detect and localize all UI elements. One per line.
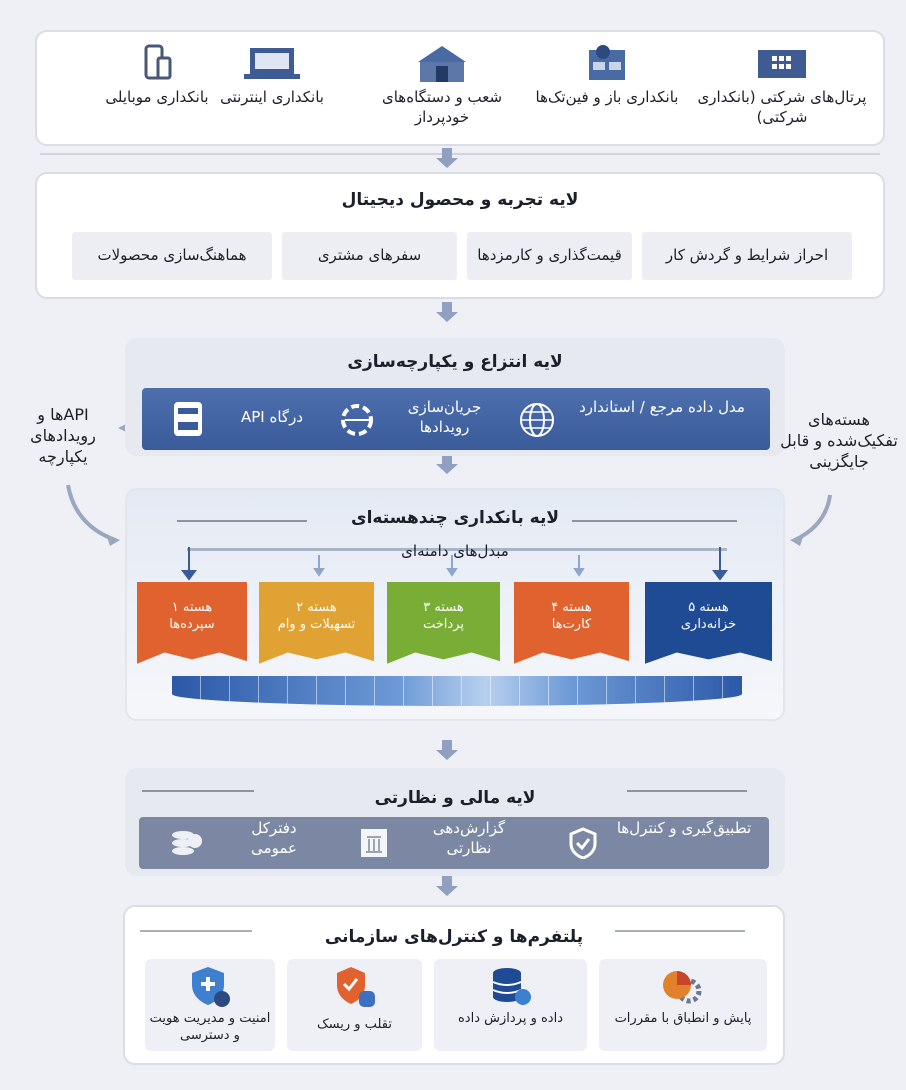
experience-item: احراز شرایط و گردش کار xyxy=(642,232,852,280)
experience-item: هماهنگ‌سازی محصولات xyxy=(72,232,272,280)
channel-mobile: بانکداری موبایلی xyxy=(82,44,232,108)
fintech-icon xyxy=(589,45,625,80)
finance-bar: دفترکل عمومی گزارش‌دهی نظارتی تطبیق‌گیری… xyxy=(139,817,769,869)
fraud-risk-shield-icon xyxy=(336,967,375,1007)
data-band xyxy=(172,676,742,706)
database-icon xyxy=(492,968,531,1005)
corporate-portal-icon xyxy=(758,50,806,78)
divider xyxy=(177,520,307,522)
divider xyxy=(572,520,737,522)
experience-layer: لایه تجربه و محصول دیجیتال هماهنگ‌سازی م… xyxy=(35,172,885,299)
finance-layer: لایه مالی و نظارتی دفترکل عمومی گزارش‌ده… xyxy=(125,768,785,876)
adapter-bar xyxy=(187,548,727,551)
platform-card: امنیت و مدیریت هویت و دسترسی xyxy=(145,959,275,1051)
arrow-down-icon xyxy=(436,148,458,168)
laptop-icon xyxy=(244,48,300,79)
ledger-coins-icon xyxy=(172,831,202,855)
curved-arrow-right xyxy=(794,494,832,542)
arrow-down-icon xyxy=(436,454,458,474)
arrow-down-icon xyxy=(436,876,458,896)
platform-card: تقلب و ریسک xyxy=(287,959,422,1051)
channel-internet: بانکداری اینترنتی xyxy=(197,44,347,108)
channel-open-banking: بانکداری باز و فین‌تک‌ها xyxy=(532,44,682,108)
divider xyxy=(627,790,747,792)
shield-check-icon xyxy=(569,827,597,859)
multicore-layer: لایه بانکداری چندهسته‌ای مبدل‌های دامنه‌… xyxy=(125,488,785,721)
platform-card: داده و پردازش داده xyxy=(434,959,587,1051)
platform-card: پایش و انطباق با مقررات xyxy=(599,959,767,1051)
divider xyxy=(40,153,880,155)
experience-item: قیمت‌گذاری و کارمزدها xyxy=(467,232,632,280)
platform-layer: پلتفرم‌ها و کنترل‌های سازمانی امنیت و مد… xyxy=(123,905,785,1065)
experience-item: سفرهای مشتری xyxy=(282,232,457,280)
regulator-building-icon xyxy=(361,829,387,857)
curved-arrow-left xyxy=(66,484,116,542)
channel-branches: شعب و دستگاه‌های خودپرداز xyxy=(362,44,522,127)
channels-panel: بانکداری موبایلی بانکداری اینترنتی شعب و… xyxy=(35,30,885,146)
side-note-right: هسته‌های تفکیک‌شده و قابل جایگزینی xyxy=(780,410,898,471)
integration-layer: لایه انتزاع و یکپارچه‌سازی درگاه API جری… xyxy=(125,338,785,456)
api-gateway-icon xyxy=(174,402,202,436)
mobile-icon xyxy=(144,44,172,80)
arrow-down-icon xyxy=(436,302,458,322)
channel-corporate: پرتال‌های شرکتی (بانکداری شرکتی) xyxy=(697,44,867,127)
divider xyxy=(615,930,745,932)
monitoring-chart-gear-icon xyxy=(663,971,702,1004)
event-streaming-icon xyxy=(341,404,373,436)
integration-bar: درگاه API جریان‌سازی رویدادها مدل داده م… xyxy=(142,388,770,450)
adapter-arrows xyxy=(181,547,728,581)
arrow-down-icon xyxy=(436,740,458,760)
divider xyxy=(142,790,254,792)
security-shield-icon xyxy=(192,967,230,1007)
divider xyxy=(140,930,252,932)
branch-building-icon xyxy=(418,46,466,82)
globe-icon xyxy=(520,403,554,437)
side-note-left: APIها و رویدادهای یکپارچه xyxy=(30,405,96,466)
